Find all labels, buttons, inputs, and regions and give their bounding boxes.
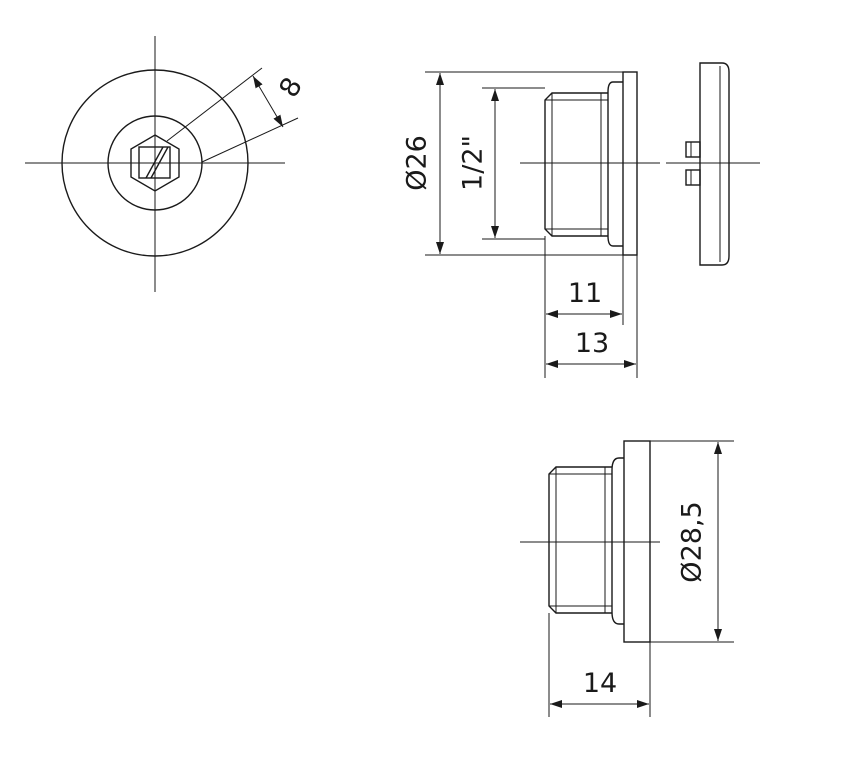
- rear-view: [666, 62, 760, 266]
- thread-size-label: 1/2": [458, 135, 489, 191]
- hex-extension-line-1: [166, 67, 263, 142]
- rear-flange: [699, 62, 730, 266]
- diameter-large-label: Ø28,5: [677, 501, 708, 582]
- end-view: 8: [25, 36, 309, 292]
- hex-dimension-line: [252, 75, 284, 128]
- thread-body-large: [548, 466, 612, 614]
- total-length-small-label: 13: [575, 328, 609, 359]
- total-length-large-label: 14: [583, 668, 617, 699]
- seal-ring-large: [611, 457, 624, 625]
- hex-size-label: 8: [273, 72, 308, 102]
- thread-length-label: 11: [568, 278, 602, 309]
- magnet-top: [685, 141, 701, 158]
- hex-extension-line-2: [201, 117, 299, 163]
- side-view-large: Ø28,5 14: [520, 440, 734, 717]
- side-view-small: Ø26 1/2" 11 13: [402, 71, 660, 378]
- thread-body: [544, 92, 608, 237]
- magnet-bottom: [685, 169, 701, 186]
- seal-ring: [607, 81, 623, 247]
- diameter-small-label: Ø26: [402, 135, 433, 191]
